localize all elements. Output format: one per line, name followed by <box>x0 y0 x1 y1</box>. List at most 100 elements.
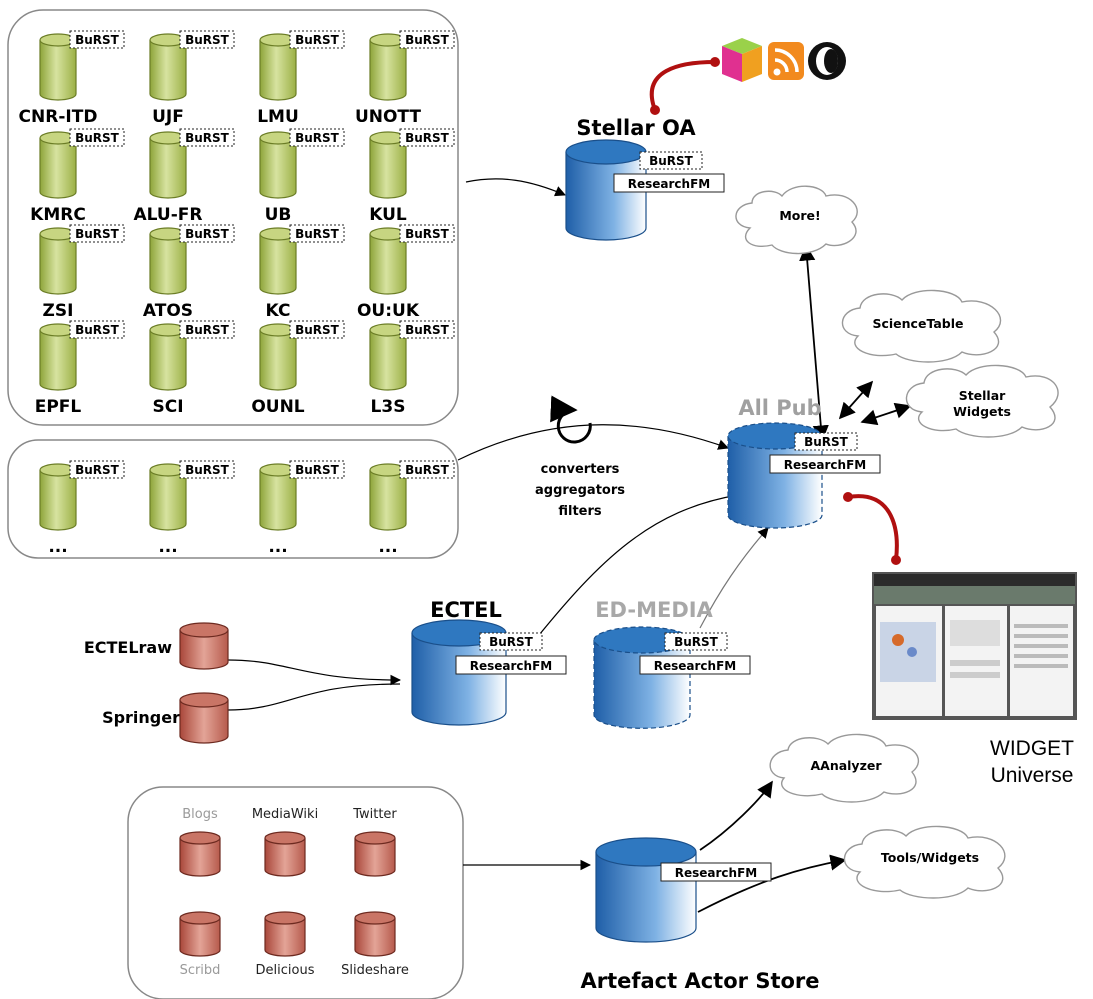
artefact-researchfm-label: ResearchFM <box>675 866 757 880</box>
burst-tag <box>69 460 125 479</box>
converters-label: converters <box>541 462 620 477</box>
social-source: Scribd <box>179 911 221 978</box>
repo-label: KMRC <box>30 205 86 225</box>
burst-tag <box>69 128 125 147</box>
ectelraw-database <box>179 622 229 670</box>
burst-tag-label: BuRST <box>405 323 450 337</box>
more-repositories: BuRST...BuRST...BuRST...BuRST... <box>39 460 455 557</box>
widget-universe-line2: Universe <box>991 764 1074 787</box>
burst-tag-label: BuRST <box>295 323 340 337</box>
artefact-to-tools-arrow <box>697 854 847 913</box>
widget-screenshot-image <box>872 572 1077 720</box>
burst-tag <box>289 224 345 243</box>
all-pub-burst-label: BuRST <box>804 435 849 449</box>
ectelraw-label: ECTELraw <box>84 638 172 657</box>
burst-tag <box>69 224 125 243</box>
partner-repo: BuRST... <box>39 460 125 557</box>
repo-label: ... <box>158 537 177 557</box>
repo-label: ... <box>48 537 67 557</box>
social-source: Slideshare <box>341 911 409 978</box>
repo-label: ... <box>378 537 397 557</box>
repo-label: CNR-ITD <box>19 107 98 127</box>
burst-tag-label: BuRST <box>75 323 120 337</box>
edmedia-burst-tag <box>664 632 728 651</box>
ectel-to-allpub-arrow <box>534 491 740 641</box>
artefact-database <box>595 837 697 943</box>
edmedia-to-allpub-arrow <box>699 527 769 629</box>
social-source: Blogs <box>179 807 221 877</box>
burst-tag <box>399 30 455 49</box>
connector-dot <box>650 105 660 115</box>
burst-tag <box>69 320 125 339</box>
filters-label: filters <box>558 504 602 519</box>
cloud-stellar-widgets-label-1: Stellar <box>959 388 1006 403</box>
burst-tag-label: BuRST <box>405 131 450 145</box>
repo-label: ... <box>268 537 287 557</box>
partner-repo: BuRST KMRC <box>30 128 125 225</box>
burst-tag <box>179 30 235 49</box>
partner-repo: BuRST... <box>149 460 235 557</box>
stellar-oa-researchfm-tag <box>613 173 725 193</box>
burst-tag-label: BuRST <box>405 33 450 47</box>
social-source: MediaWiki <box>252 807 318 877</box>
cloud-tools-widgets <box>843 825 1006 899</box>
burst-tag-label: BuRST <box>75 463 120 477</box>
repo-label: ALU-FR <box>134 205 203 225</box>
repo-label: L3S <box>371 397 406 417</box>
burst-tag-label: BuRST <box>75 33 120 47</box>
burst-tag <box>399 128 455 147</box>
widget-universe-line1: WIDGET <box>990 737 1074 760</box>
connector-dot <box>843 492 853 502</box>
allpub-more-arrow <box>799 244 829 442</box>
all-pub-researchfm-label: ResearchFM <box>784 458 866 472</box>
partner-repositories: BuRSTCNR-ITDBuRSTUJFBuRSTLMUBuRSTUNOTTBu… <box>19 30 455 417</box>
stellar-feed-connector <box>649 60 716 111</box>
cloud-stellar-widgets <box>905 364 1059 438</box>
cloud-sciencetable <box>841 289 1002 363</box>
cloud-aanalyzer-label: AAnalyzer <box>810 758 882 773</box>
edmedia-title: ED-MEDIA <box>595 598 713 622</box>
stellar-oa-burst-tag <box>639 151 703 170</box>
repo-label: KC <box>266 301 291 321</box>
burst-tag-label: BuRST <box>405 463 450 477</box>
edmedia-researchfm-tag <box>639 655 751 675</box>
repo-label: UB <box>265 205 292 225</box>
repo-label: ATOS <box>143 301 193 321</box>
all-pub-researchfm-tag <box>769 454 881 474</box>
repo-label: OUNL <box>251 397 304 417</box>
partner-repo: BuRST UJF <box>149 30 235 127</box>
connector-dot <box>710 57 720 67</box>
burst-tag <box>289 128 345 147</box>
stellar-oa-researchfm-label: ResearchFM <box>628 177 710 191</box>
cloud-more-label: More! <box>779 208 820 223</box>
allpub-widgets-arrow <box>860 402 912 426</box>
cloud-more <box>735 185 858 255</box>
edmedia-researchfm-label: ResearchFM <box>654 659 736 673</box>
repo-label: UJF <box>152 107 184 127</box>
all-pub-burst-tag <box>794 432 858 451</box>
json-icon <box>808 42 846 80</box>
burst-tag-label: BuRST <box>185 323 230 337</box>
burst-tag-label: BuRST <box>185 33 230 47</box>
burst-tag-label: BuRST <box>295 33 340 47</box>
ectel-researchfm-label: ResearchFM <box>470 659 552 673</box>
artefact-researchfm-tag <box>660 862 772 882</box>
burst-tag-label: BuRST <box>75 131 120 145</box>
partner-repo: BuRST OUNL <box>251 320 345 417</box>
social-source-label: MediaWiki <box>252 807 318 822</box>
springer-to-ectel-line <box>227 683 401 711</box>
repo-label: OU:UK <box>357 301 420 321</box>
ectel-researchfm-tag <box>455 655 567 675</box>
repo-label: UNOTT <box>355 107 421 127</box>
social-source-label: Delicious <box>256 963 315 978</box>
